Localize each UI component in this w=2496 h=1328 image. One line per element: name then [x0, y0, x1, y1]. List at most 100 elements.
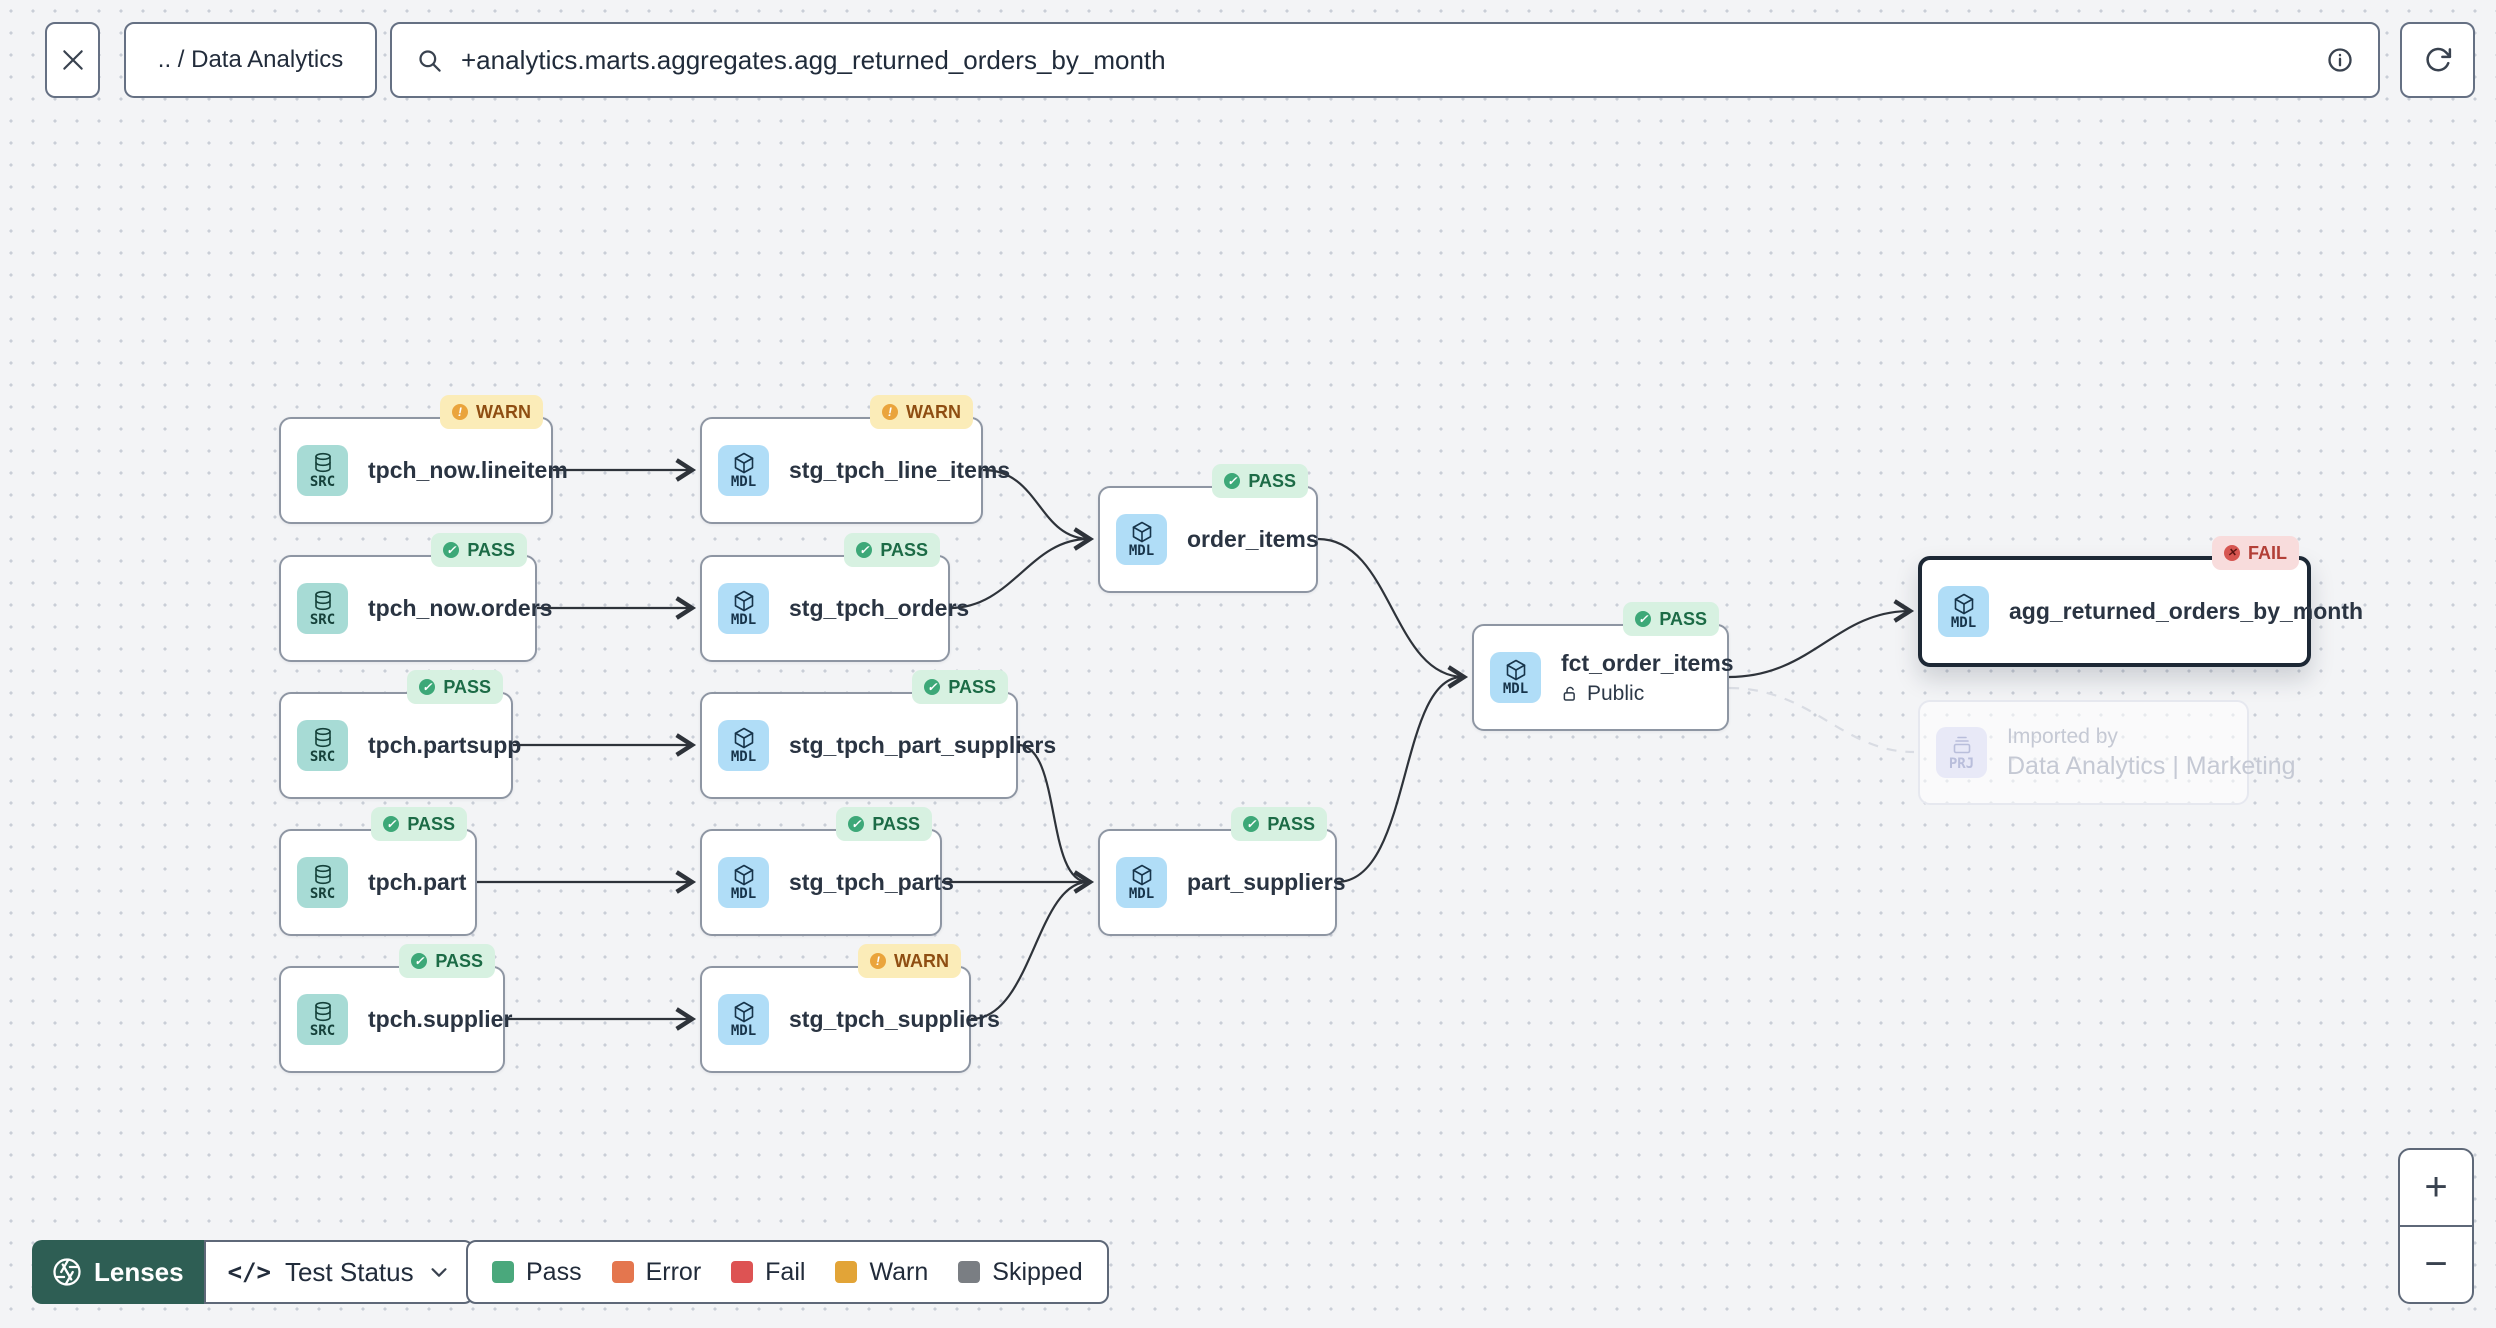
lens-selector-dropdown[interactable]: </> Test Status [203, 1240, 474, 1304]
status-badge-pass: PASS [836, 807, 932, 841]
chip-label: MDL [730, 1023, 757, 1039]
graph-node-fct-order-items[interactable]: PASS MDL fct_order_items Public [1472, 602, 1734, 731]
refresh-button[interactable] [2400, 22, 2475, 98]
test-status-legend: Pass Error Fail Warn Skipped [466, 1240, 1109, 1304]
graph-node-order-items[interactable]: PASS MDL order_items [1098, 464, 1319, 593]
node-label: part_suppliers [1187, 869, 1346, 895]
chip-label: MDL [1128, 886, 1155, 902]
chip-label: SRC [309, 749, 336, 765]
legend-label: Fail [765, 1257, 806, 1286]
source-type-chip: SRC [297, 445, 348, 496]
lenses-label: Lenses [94, 1256, 184, 1287]
check-icon [1635, 611, 1652, 627]
badge-label: PASS [872, 813, 920, 834]
chip-label: SRC [309, 612, 336, 628]
chip-label: SRC [309, 1023, 336, 1039]
badge-label: PASS [407, 813, 455, 834]
warn-icon [870, 953, 886, 969]
lens-selector-label: Test Status [284, 1256, 414, 1287]
model-type-chip: MDL [718, 994, 769, 1045]
chip-label: SRC [309, 886, 336, 902]
warn-swatch [835, 1261, 858, 1283]
node-label: stg_tpch_part_suppliers [789, 732, 1057, 758]
badge-label: PASS [1659, 608, 1707, 629]
chip-label: MDL [730, 474, 757, 490]
search-input[interactable] [459, 43, 2310, 77]
badge-label: WARN [476, 401, 531, 422]
node-label: agg_returned_orders_by_month [2009, 598, 2364, 624]
unlock-icon [1561, 685, 1579, 703]
lenses-button[interactable]: Lenses [32, 1240, 204, 1304]
model-type-chip: MDL [1116, 857, 1167, 908]
database-icon [311, 1000, 335, 1024]
error-swatch [611, 1261, 634, 1283]
check-icon [419, 679, 436, 695]
status-badge-pass: PASS [912, 670, 1008, 704]
graph-node-tpch-partsupp[interactable]: PASS SRC tpch.partsupp [279, 670, 521, 799]
refresh-icon [2425, 47, 2451, 72]
graph-node-tpch-now-orders[interactable]: PASS SRC tpch_now.orders [279, 533, 552, 662]
fail-icon [2224, 545, 2240, 561]
check-icon [848, 816, 865, 832]
node-label: order_items [1187, 526, 1319, 552]
fail-swatch [731, 1261, 754, 1283]
badge-label: WARN [906, 401, 961, 422]
graph-node-imported-project[interactable]: PRJ Imported by Data Analytics | Marketi… [1918, 700, 2296, 805]
legend-item: Skipped [958, 1258, 1083, 1287]
warn-icon [452, 404, 468, 420]
zoom-out-button[interactable]: − [2400, 1227, 2472, 1302]
check-icon [1224, 473, 1241, 489]
status-badge-pass: PASS [371, 807, 467, 841]
chip-label: PRJ [1948, 756, 1975, 772]
close-button[interactable] [45, 22, 100, 98]
chip-label: MDL [730, 886, 757, 902]
node-label: tpch.part [368, 869, 467, 895]
status-badge-pass: PASS [1623, 602, 1719, 636]
status-badge-fail: FAIL [2212, 536, 2299, 570]
source-type-chip: SRC [297, 994, 348, 1045]
graph-node-tpch-part[interactable]: PASS SRC tpch.part [279, 807, 477, 936]
legend-item: Pass [492, 1258, 582, 1287]
source-type-chip: SRC [297, 720, 348, 771]
model-type-chip: MDL [1116, 514, 1167, 565]
cube-icon [1130, 520, 1154, 544]
info-icon[interactable] [2326, 46, 2354, 74]
database-icon [311, 863, 335, 887]
model-type-chip: MDL [1490, 652, 1541, 703]
badge-label: PASS [467, 539, 515, 560]
badge-label: PASS [1267, 813, 1315, 834]
badge-label: PASS [443, 676, 491, 697]
cube-icon [1952, 592, 1976, 616]
source-type-chip: SRC [297, 857, 348, 908]
search-bar[interactable] [390, 22, 2380, 98]
graph-node-stg-tpch-part-suppliers[interactable]: PASS MDL stg_tpch_part_suppliers [700, 670, 1056, 799]
graph-node-stg-tpch-parts[interactable]: PASS MDL stg_tpch_parts [700, 807, 954, 936]
database-icon [311, 726, 335, 750]
zoom-in-button[interactable]: + [2400, 1150, 2472, 1227]
graph-node-tpch-now-lineitem[interactable]: WARN SRC tpch_now.lineitem [279, 395, 568, 524]
chip-label: MDL [730, 749, 757, 765]
graph-node-agg-returned-orders-by-month[interactable]: FAIL MDL agg_returned_orders_by_month [1918, 536, 2363, 667]
node-label: fct_order_items [1561, 649, 1734, 676]
access-row: Public [1561, 682, 1734, 706]
graph-node-stg-tpch-orders[interactable]: PASS MDL stg_tpch_orders [700, 533, 969, 662]
graph-node-tpch-supplier[interactable]: PASS SRC tpch.supplier [279, 944, 512, 1073]
badge-label: PASS [435, 950, 483, 971]
badge-label: PASS [880, 539, 928, 560]
node-label: stg_tpch_suppliers [789, 1006, 1000, 1032]
imported-by-label: Imported by [2007, 724, 2118, 748]
graph-node-stg-tpch-line-items[interactable]: WARN MDL stg_tpch_line_items [700, 395, 1010, 524]
breadcrumb[interactable]: .. / Data Analytics [124, 22, 377, 98]
model-type-chip: MDL [718, 583, 769, 634]
database-icon [311, 589, 335, 613]
chip-label: SRC [309, 474, 336, 490]
cube-icon [732, 726, 756, 750]
node-label: stg_tpch_parts [789, 869, 954, 895]
plus-icon: + [2424, 1165, 2448, 1209]
skipped-swatch [958, 1261, 981, 1283]
graph-node-part-suppliers[interactable]: PASS MDL part_suppliers [1098, 807, 1346, 936]
graph-node-stg-tpch-suppliers[interactable]: WARN MDL stg_tpch_suppliers [700, 944, 1000, 1073]
model-type-chip: MDL [718, 857, 769, 908]
